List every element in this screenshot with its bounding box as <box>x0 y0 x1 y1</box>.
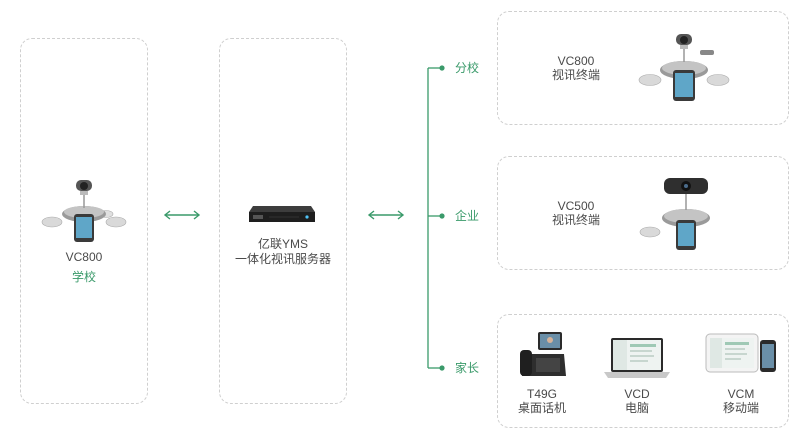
enterprise-panel <box>497 156 789 270</box>
branch-label-enterprise: 企业 <box>455 209 480 223</box>
branch-label-branch-school: 分校 <box>455 61 480 75</box>
vcm-desc: 移动端 <box>722 401 759 415</box>
t49g-desc: 桌面话机 <box>517 401 566 415</box>
branch-connector <box>427 65 445 371</box>
bidirectional-arrow-icon <box>367 210 405 220</box>
vc500-conference-system-icon <box>639 178 710 250</box>
server-title: 亿联YMS <box>257 237 308 251</box>
ip-phone-icon <box>520 332 566 376</box>
vc800-conference-system-icon <box>41 180 127 242</box>
bidirectional-arrow-icon <box>163 210 201 220</box>
school-device-model: VC800 <box>65 250 103 264</box>
server-rack-icon <box>249 206 315 222</box>
tablet-and-phone-icon <box>705 333 776 373</box>
server-subtitle: 一体化视讯服务器 <box>234 252 331 266</box>
laptop-icon <box>604 338 670 378</box>
branch-label-parents: 家长 <box>455 361 480 375</box>
vcd-model: VCD <box>624 387 650 401</box>
branch-school-panel <box>497 11 789 125</box>
branch-school-device-desc: 视讯终端 <box>551 68 600 82</box>
branch-school-device-model: VC800 <box>557 54 595 68</box>
t49g-model: T49G <box>526 387 557 401</box>
vcm-model: VCM <box>727 387 755 401</box>
enterprise-device-model: VC500 <box>557 199 595 213</box>
vcd-desc: 电脑 <box>624 401 649 415</box>
vc800-conference-system-icon <box>638 34 730 101</box>
enterprise-device-desc: 视讯终端 <box>551 213 600 227</box>
school-site-label: 学校 <box>71 270 96 284</box>
